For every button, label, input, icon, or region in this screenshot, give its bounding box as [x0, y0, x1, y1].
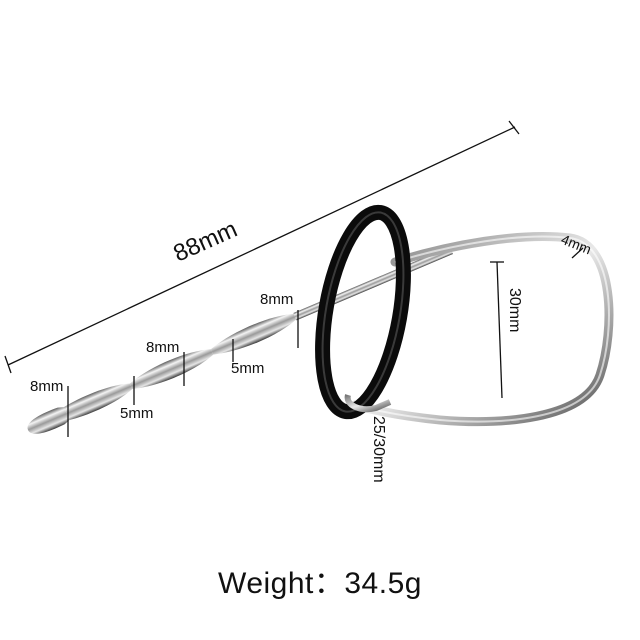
probe-bead-2 [129, 349, 214, 389]
ring-connector [344, 394, 392, 413]
loop-height-measure [490, 261, 504, 399]
probe-bead-3 [210, 313, 297, 355]
weight-value: 34.5g [344, 567, 422, 600]
bead-1-label: 8mm [30, 378, 63, 395]
length-label: 88mm [169, 216, 241, 268]
length-dimension-line [4, 120, 520, 374]
loop-height-label: 30mm [506, 288, 523, 332]
ring-size-label: 25/30mm [370, 416, 387, 483]
bead-3-label: 8mm [260, 291, 293, 308]
weight-caption: Weight：34.5g [0, 558, 640, 602]
probe-shaft [293, 246, 453, 321]
bead-2-label: 8mm [146, 339, 179, 356]
neck-2-label: 5mm [231, 360, 264, 377]
wire-thickness-measure [571, 247, 584, 259]
weight-label: Weight： [218, 567, 345, 600]
bead-measure-ticks [67, 310, 299, 437]
probe-tip [27, 407, 70, 434]
neck-1-label: 5mm [120, 405, 153, 422]
probe-bead-1 [63, 383, 133, 421]
